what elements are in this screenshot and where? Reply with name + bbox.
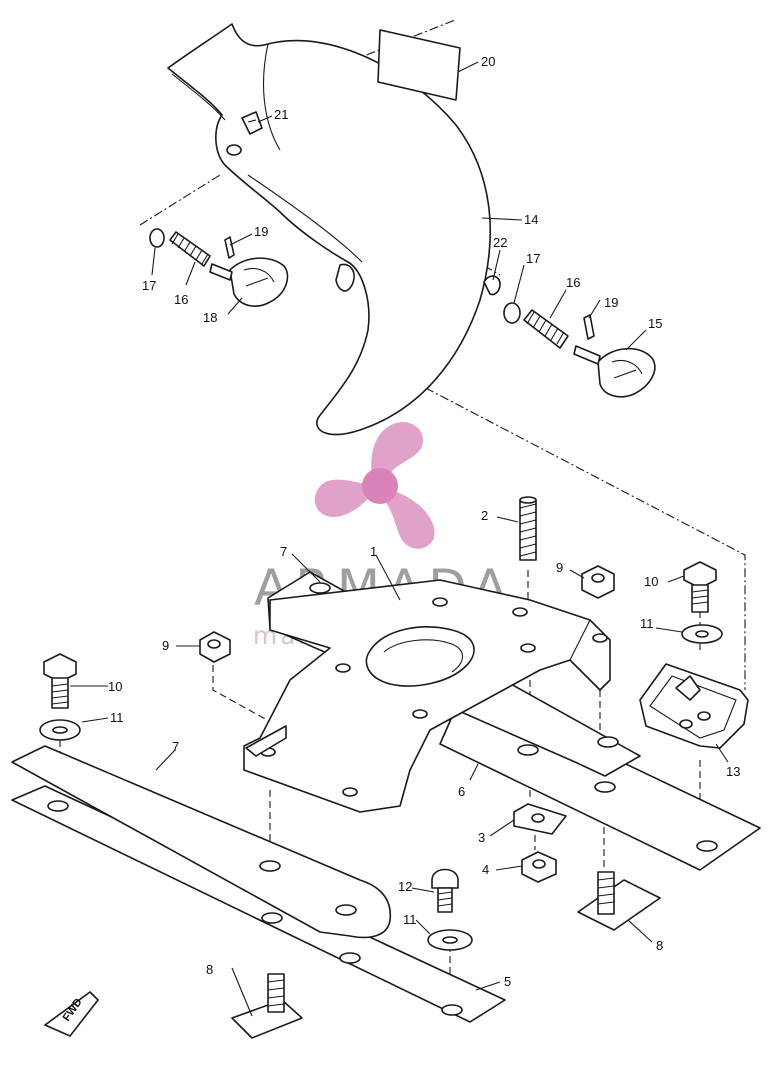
callout-19-left: 19	[254, 224, 268, 239]
leader-lines	[70, 61, 729, 1017]
callout-15: 15	[648, 316, 662, 331]
part-1-main-bracket	[243, 579, 611, 813]
part-11-washer-right	[681, 624, 723, 644]
fwd-direction-arrow: FWD	[44, 991, 99, 1037]
callout-3: 3	[478, 830, 485, 845]
callout-11-right: 11	[640, 616, 654, 631]
callout-16-left: 16	[174, 292, 188, 307]
callout-8-left: 8	[206, 962, 213, 977]
left-knob-assembly	[149, 228, 289, 307]
callout-16-right: 16	[566, 275, 580, 290]
callout-21: 21	[274, 107, 288, 122]
part-12-bolt	[431, 868, 459, 913]
part-22-e-clip	[483, 275, 501, 296]
callout-1: 1	[370, 544, 377, 559]
part-17-washer-left	[149, 228, 165, 248]
callout-7-upper: 7	[280, 544, 287, 559]
part-17-washer-right	[503, 302, 521, 324]
part-19-pin-left	[224, 236, 235, 259]
callout-8-right: 8	[656, 938, 663, 953]
callout-17-right: 17	[526, 251, 540, 266]
callout-14: 14	[524, 212, 538, 227]
part-7-spacer-lower	[11, 745, 392, 939]
part-8-tbolt-left	[231, 973, 303, 1039]
callout-11-left: 11	[110, 710, 124, 725]
callout-22: 22	[493, 235, 507, 250]
part-20-decal	[377, 29, 461, 101]
part-3-plate-washer	[513, 803, 567, 835]
callout-2: 2	[481, 508, 488, 523]
callout-20: 20	[481, 54, 495, 69]
part-4-nut	[521, 851, 557, 883]
part-16-spring-left	[169, 231, 211, 267]
callout-9-right: 9	[556, 560, 563, 575]
part-10-bolt-right	[683, 561, 717, 613]
callout-19-right: 19	[604, 295, 618, 310]
callout-9-left: 9	[162, 638, 169, 653]
callout-12: 12	[398, 879, 412, 894]
callout-13: 13	[726, 764, 740, 779]
callout-18: 18	[203, 310, 217, 325]
callout-labels: 20 21 14 19 17 16 18 22 17 16 19 15 2 7 …	[108, 54, 740, 989]
part-5-lower-plate	[11, 785, 506, 1023]
part-9-nut-left	[199, 631, 231, 663]
callout-17-left: 17	[142, 278, 156, 293]
part-13-clip-bracket	[639, 663, 749, 749]
part-10-bolt-left	[43, 653, 77, 709]
part-11-washer-center	[427, 929, 473, 951]
callout-10-left: 10	[108, 679, 122, 694]
callout-6: 6	[458, 784, 465, 799]
part-2-stud	[519, 496, 537, 561]
propeller-icon	[314, 422, 435, 549]
part-21-clip	[241, 111, 263, 135]
part-9-nut-right	[581, 565, 615, 599]
part-15-knob	[573, 345, 656, 398]
right-knob-assembly	[483, 275, 656, 398]
callout-10-right: 10	[644, 574, 658, 589]
part-18-knob	[209, 257, 289, 307]
part-16-spring-right	[523, 309, 569, 349]
callout-11-center: 11	[403, 912, 417, 927]
callout-5: 5	[504, 974, 511, 989]
callout-7-lower: 7	[172, 739, 179, 754]
part-8-tbolt-right	[577, 871, 661, 931]
part-19-pin-right	[583, 314, 595, 340]
part-11-washer-left	[39, 719, 81, 741]
callout-4: 4	[482, 862, 489, 877]
